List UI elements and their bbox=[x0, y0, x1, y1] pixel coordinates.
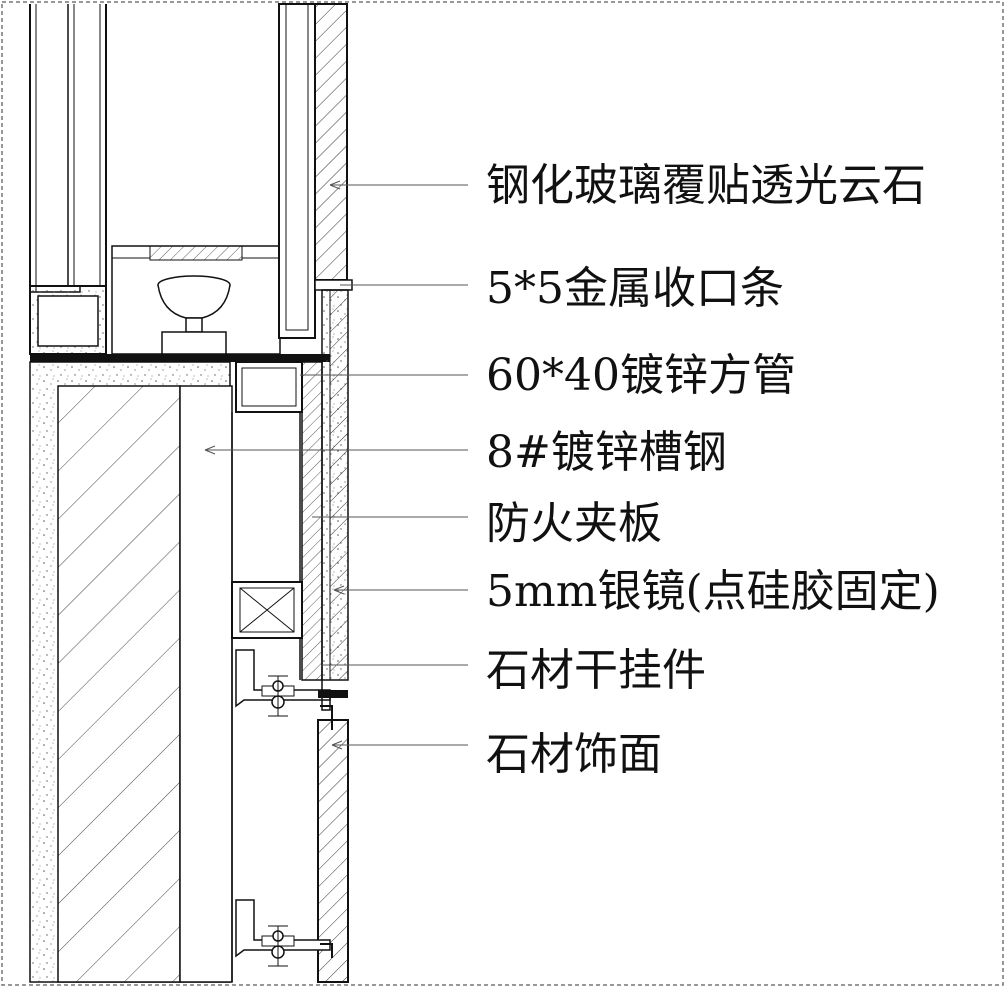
stone-hanger-lower bbox=[235, 899, 333, 967]
structural-wall bbox=[29, 361, 233, 983]
lamp-icon bbox=[157, 275, 231, 355]
callout-channel-steel: 8#镀锌槽钢 bbox=[486, 427, 727, 478]
callout-fireproof-board: 防火夹板 bbox=[486, 498, 662, 549]
square-tube bbox=[235, 361, 303, 413]
silver-mirror bbox=[329, 289, 349, 681]
callout-stone-hanger: 石材干挂件 bbox=[486, 645, 706, 696]
callout-silver-mirror: 5mm银镜(点硅胶固定) bbox=[486, 566, 940, 617]
callout-square-tube: 60*40镀锌方管 bbox=[486, 350, 796, 401]
glass-onyx-panel bbox=[278, 3, 348, 339]
callout-glass-onyx: 钢化玻璃覆贴透光云石 bbox=[486, 160, 926, 211]
callout-metal-strip: 5*5金属收口条 bbox=[486, 263, 784, 314]
stone-cladding bbox=[317, 690, 349, 983]
stone-hanger-upper bbox=[235, 649, 331, 717]
callout-labels: 钢化玻璃覆贴透光云石 5*5金属收口条 60*40镀锌方管 8#镀锌槽钢 防火夹… bbox=[486, 160, 940, 780]
callout-stone-cladding: 石材饰面 bbox=[486, 729, 662, 780]
leader-lines bbox=[204, 180, 468, 750]
window-frame bbox=[29, 4, 107, 293]
bracket-block bbox=[231, 581, 303, 639]
ceiling-slab bbox=[30, 354, 330, 362]
